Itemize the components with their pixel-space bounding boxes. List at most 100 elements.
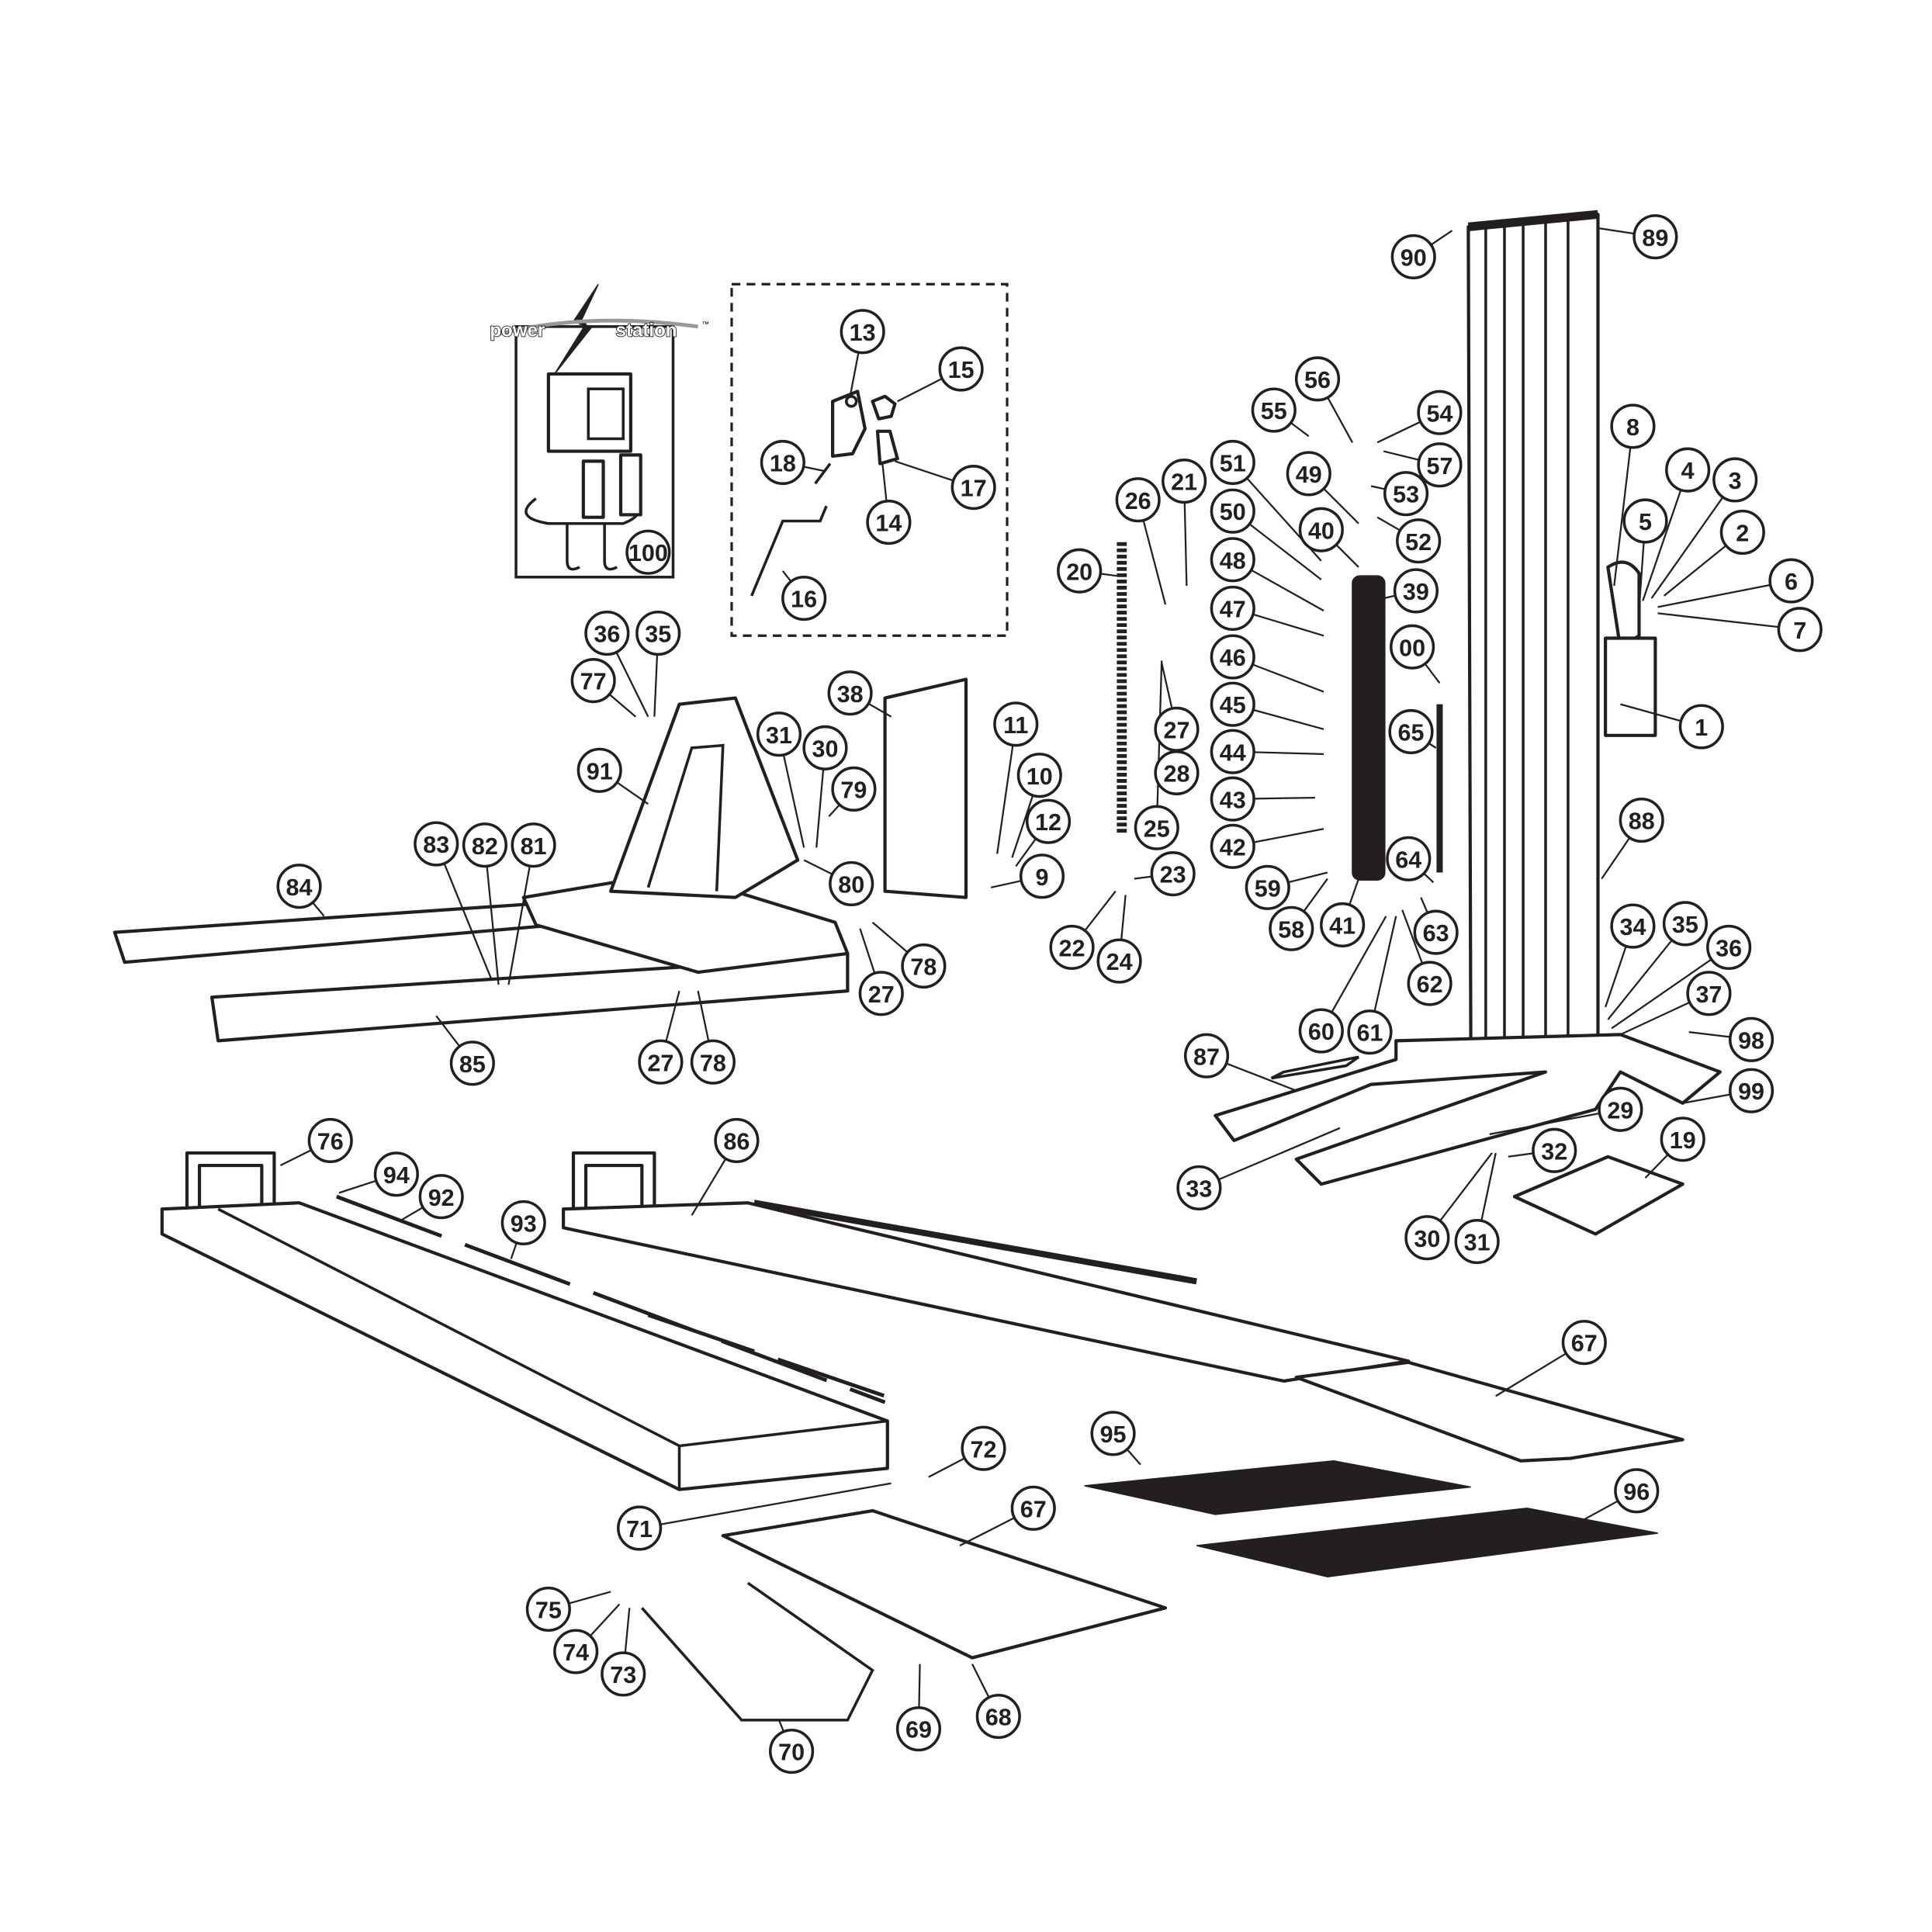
callout-number: 31	[1464, 1230, 1491, 1256]
callout-circle	[714, 1117, 760, 1163]
leader-line	[1619, 1001, 1691, 1036]
callout-circle	[1728, 1016, 1774, 1062]
leader-line	[435, 1015, 461, 1047]
callout-circle	[1388, 708, 1434, 755]
callout-29: 29	[1489, 1086, 1643, 1135]
callout-circle	[1622, 498, 1668, 544]
callout-number: 67	[1571, 1331, 1598, 1357]
leader-line	[1100, 573, 1117, 577]
callout-circle	[1016, 753, 1062, 798]
callout-85: 85	[435, 1015, 495, 1086]
callout-number: 32	[1541, 1138, 1567, 1165]
runways	[160, 1151, 1684, 1722]
leader-line	[697, 990, 710, 1042]
callout-circle	[1210, 681, 1255, 727]
leader-line	[1183, 502, 1188, 587]
callout-78: 78	[871, 921, 947, 989]
callout-40: 40	[1298, 507, 1359, 568]
callout-number: 72	[971, 1436, 997, 1463]
leader-line	[803, 859, 833, 875]
callout-circle	[1383, 471, 1429, 517]
callout-38: 38	[827, 670, 892, 718]
leader-line	[507, 865, 531, 985]
leader-line	[1650, 497, 1724, 599]
callout-circle	[625, 529, 671, 575]
callout-number: 81	[521, 833, 547, 860]
callout-number: 100	[628, 540, 668, 566]
callout-circle	[1294, 356, 1341, 402]
callout-14: 14	[866, 463, 912, 545]
lightning-bolt-icon	[554, 283, 599, 375]
leader-line	[782, 754, 805, 848]
callout-54: 54	[1376, 390, 1463, 444]
leader-line	[1015, 838, 1037, 867]
callout-62: 62	[1401, 909, 1452, 1006]
callout-number: 14	[875, 511, 902, 537]
callout-15: 15	[897, 346, 984, 403]
callout-number: 7	[1793, 618, 1806, 644]
callout-circle	[617, 1505, 663, 1551]
callout-circle	[525, 1586, 571, 1633]
callout-64: 64	[1386, 836, 1435, 884]
leader-line	[1120, 895, 1127, 940]
callout-number: 88	[1629, 808, 1655, 835]
leader-line	[1287, 871, 1328, 884]
callout-27: 27	[858, 928, 904, 1016]
callout-circle	[1396, 518, 1442, 564]
callout-circle	[1298, 1008, 1344, 1054]
callout-number: 21	[1171, 469, 1197, 496]
leader-line	[1657, 612, 1779, 628]
callout-77: 77	[570, 658, 637, 718]
callout-number: 9	[1036, 864, 1049, 891]
callout-circle	[831, 766, 877, 812]
leader-line	[990, 880, 1022, 888]
callout-number: 56	[1304, 367, 1331, 393]
callout-99: 99	[1682, 1068, 1774, 1113]
leader-line	[1161, 663, 1173, 709]
callout-83: 83	[414, 821, 492, 979]
callout-circle	[1404, 1215, 1450, 1261]
leader-line	[1011, 795, 1034, 858]
leader-line	[803, 466, 826, 473]
callout-number: 28	[1164, 761, 1190, 788]
callout-number: 45	[1220, 692, 1246, 718]
callout-number: 65	[1398, 720, 1425, 746]
callout-49: 49	[1286, 451, 1359, 525]
callout-number: 35	[645, 621, 671, 648]
leader-line	[1126, 1449, 1141, 1466]
callout-circle	[1777, 607, 1823, 653]
callout-number: 30	[1414, 1226, 1440, 1252]
callout-number: 52	[1405, 529, 1432, 556]
callout-98: 98	[1688, 1016, 1774, 1062]
leader-line	[624, 1608, 631, 1653]
callout-27: 27	[1154, 663, 1200, 752]
callout-number: 77	[580, 669, 607, 695]
callout-circle	[584, 611, 630, 656]
leader-line	[849, 351, 860, 397]
leader-line	[1303, 878, 1328, 912]
callouts: 1234567891011121314151617181920212223242…	[276, 214, 1823, 1774]
callout-number: 64	[1395, 847, 1421, 873]
callout-94: 94	[338, 1151, 419, 1197]
leader-line	[1370, 485, 1386, 490]
callout-42: 42	[1210, 823, 1324, 869]
callout-80: 80	[803, 859, 874, 907]
callout-circle	[827, 670, 873, 716]
callout-71: 71	[617, 1482, 892, 1551]
callout-20: 20	[1057, 548, 1117, 594]
callout-circle	[1150, 851, 1196, 897]
leader-line	[660, 1482, 892, 1525]
callout-number: 98	[1738, 1027, 1764, 1054]
callout-number: 43	[1220, 787, 1246, 813]
callout-circle	[1706, 924, 1752, 970]
leader-line	[1252, 613, 1324, 637]
callout-circle	[1633, 214, 1678, 260]
callout-number: 99	[1738, 1079, 1764, 1105]
leader-line	[1383, 594, 1396, 600]
callout-number: 48	[1220, 548, 1246, 574]
callout-35: 35	[635, 611, 681, 717]
callout-circle	[1210, 585, 1255, 632]
callout-circle	[1115, 477, 1161, 523]
leader-line	[881, 463, 888, 502]
callout-8: 8	[1610, 403, 1656, 587]
